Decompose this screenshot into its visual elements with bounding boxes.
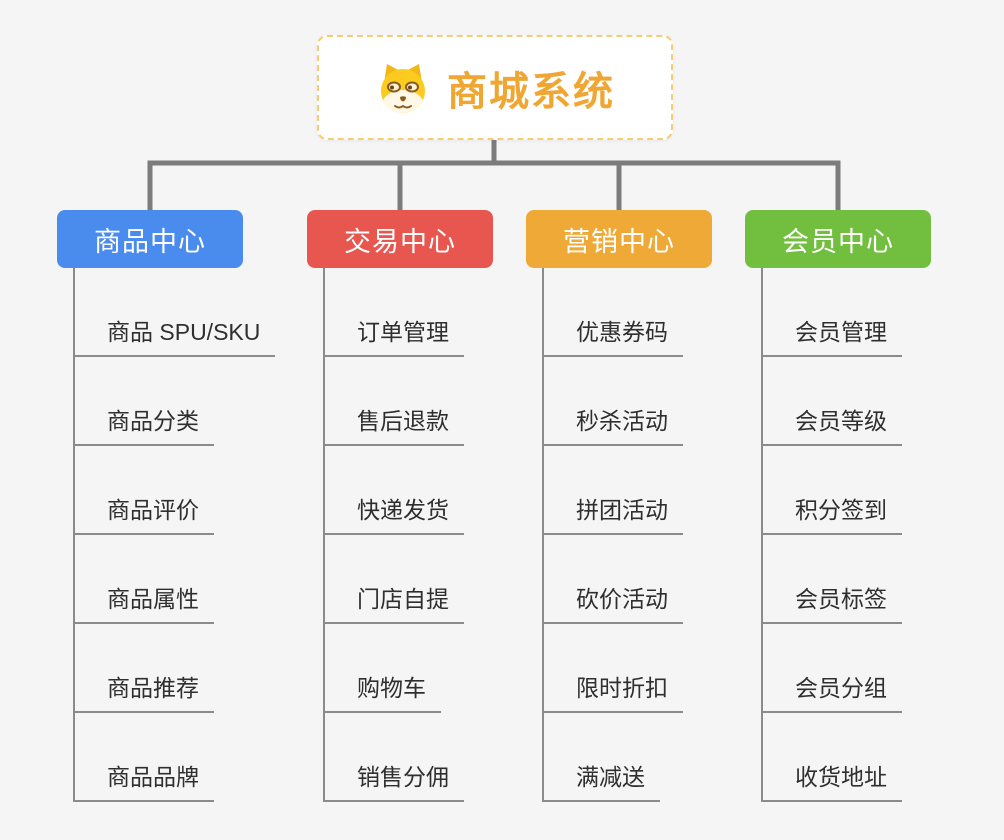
- branch-label: 营销中心: [563, 226, 675, 257]
- branch-children: 优惠券码 秒杀活动 拼团活动 砍价活动 限时折扣 满减送: [542, 268, 756, 802]
- leaf-node[interactable]: 满减送: [544, 713, 756, 802]
- leaf-node[interactable]: 门店自提: [325, 535, 537, 624]
- leaf-label: 快递发货: [325, 491, 464, 535]
- leaf-node[interactable]: 会员等级: [763, 357, 975, 446]
- leaf-label: 砍价活动: [544, 580, 683, 624]
- leaf-node[interactable]: 商品分类: [75, 357, 287, 446]
- leaf-label: 秒杀活动: [544, 402, 683, 446]
- leaf-label: 门店自提: [325, 580, 464, 624]
- leaf-node[interactable]: 商品品牌: [75, 713, 287, 802]
- leaf-label: 限时折扣: [544, 669, 683, 713]
- branch-node-trade-center[interactable]: 交易中心: [307, 210, 493, 268]
- branch-node-product-center[interactable]: 商品中心: [57, 210, 243, 268]
- leaf-label: 商品品牌: [75, 758, 214, 802]
- leaf-label: 收货地址: [763, 758, 902, 802]
- leaf-node[interactable]: 快递发货: [325, 446, 537, 535]
- leaf-node[interactable]: 收货地址: [763, 713, 975, 802]
- leaf-label: 售后退款: [325, 402, 464, 446]
- branch-children: 会员管理 会员等级 积分签到 会员标签 会员分组 收货地址: [761, 268, 975, 802]
- leaf-label: 积分签到: [763, 491, 902, 535]
- branch-label: 交易中心: [344, 226, 456, 257]
- branch-children: 订单管理 售后退款 快递发货 门店自提 购物车 销售分佣: [323, 268, 537, 802]
- leaf-node[interactable]: 商品 SPU/SKU: [75, 268, 287, 357]
- branch-product-center: 商品中心 商品 SPU/SKU 商品分类 商品评价 商品属性 商品推荐 商品品牌: [57, 210, 287, 802]
- branch-label: 会员中心: [782, 226, 894, 257]
- leaf-node[interactable]: 会员管理: [763, 268, 975, 357]
- leaf-label: 商品分类: [75, 402, 214, 446]
- leaf-label: 会员管理: [763, 313, 902, 357]
- leaf-label: 购物车: [325, 669, 441, 713]
- leaf-node[interactable]: 商品评价: [75, 446, 287, 535]
- dog-face-icon: [375, 62, 431, 114]
- leaf-node[interactable]: 会员标签: [763, 535, 975, 624]
- branch-trade-center: 交易中心 订单管理 售后退款 快递发货 门店自提 购物车 销售分佣: [307, 210, 537, 802]
- root-node[interactable]: 商城系统: [317, 35, 673, 140]
- leaf-node[interactable]: 售后退款: [325, 357, 537, 446]
- leaf-node[interactable]: 会员分组: [763, 624, 975, 713]
- leaf-node[interactable]: 砍价活动: [544, 535, 756, 624]
- leaf-node[interactable]: 销售分佣: [325, 713, 537, 802]
- leaf-node[interactable]: 秒杀活动: [544, 357, 756, 446]
- leaf-label: 会员分组: [763, 669, 902, 713]
- branch-children: 商品 SPU/SKU 商品分类 商品评价 商品属性 商品推荐 商品品牌: [73, 268, 287, 802]
- leaf-node[interactable]: 购物车: [325, 624, 537, 713]
- branch-marketing-center: 营销中心 优惠券码 秒杀活动 拼团活动 砍价活动 限时折扣 满减送: [526, 210, 756, 802]
- leaf-label: 商品 SPU/SKU: [75, 313, 276, 357]
- leaf-node[interactable]: 拼团活动: [544, 446, 756, 535]
- leaf-node[interactable]: 优惠券码: [544, 268, 756, 357]
- leaf-label: 订单管理: [325, 313, 464, 357]
- leaf-label: 销售分佣: [325, 758, 464, 802]
- leaf-label: 满减送: [544, 758, 660, 802]
- leaf-label: 商品推荐: [75, 669, 214, 713]
- leaf-label: 优惠券码: [544, 313, 683, 357]
- leaf-label: 商品属性: [75, 580, 214, 624]
- leaf-label: 会员等级: [763, 402, 902, 446]
- branch-node-marketing-center[interactable]: 营销中心: [526, 210, 712, 268]
- root-node-label: 商城系统: [447, 69, 615, 114]
- leaf-node[interactable]: 积分签到: [763, 446, 975, 535]
- branch-label: 商品中心: [94, 226, 206, 257]
- leaf-node[interactable]: 商品推荐: [75, 624, 287, 713]
- leaf-label: 会员标签: [763, 580, 902, 624]
- leaf-node[interactable]: 限时折扣: [544, 624, 756, 713]
- leaf-label: 商品评价: [75, 491, 214, 535]
- leaf-node[interactable]: 商品属性: [75, 535, 287, 624]
- leaf-node[interactable]: 订单管理: [325, 268, 537, 357]
- leaf-label: 拼团活动: [544, 491, 683, 535]
- branch-member-center: 会员中心 会员管理 会员等级 积分签到 会员标签 会员分组 收货地址: [745, 210, 975, 802]
- branch-node-member-center[interactable]: 会员中心: [745, 210, 931, 268]
